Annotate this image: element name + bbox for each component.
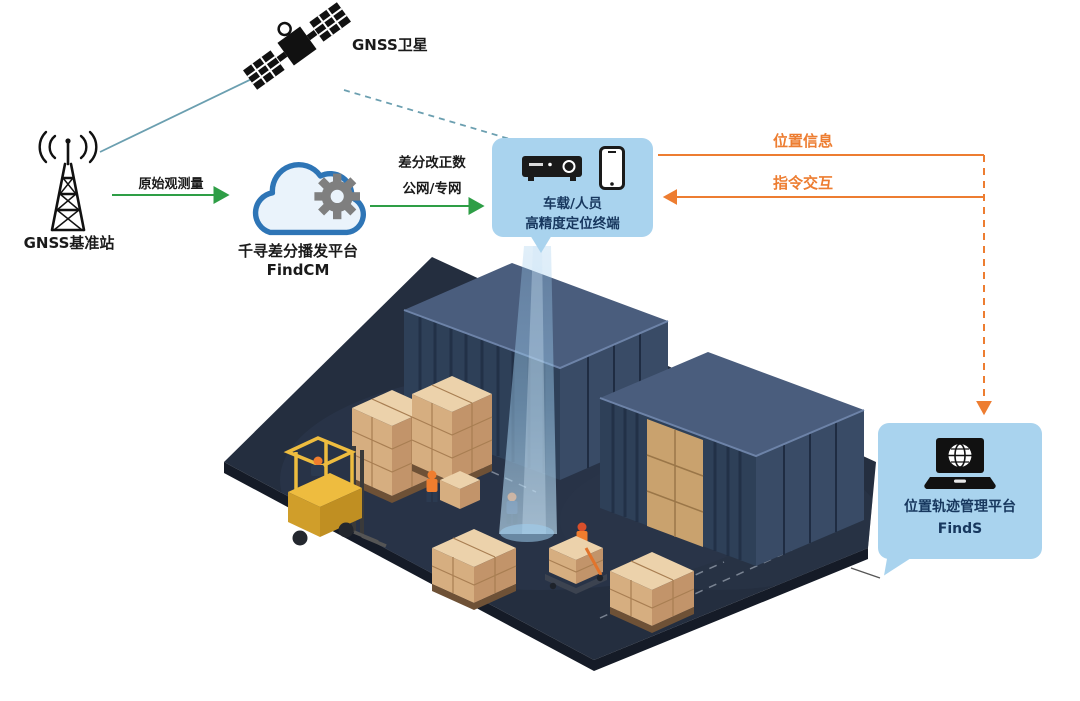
antenna-tower-icon: [38, 130, 98, 232]
shipping-container-2: [599, 352, 865, 566]
platform-label-name: 位置轨迹管理平台: [904, 499, 1016, 515]
command-interaction-link-label: 指令交互: [772, 174, 833, 192]
platform-label-product: FindS: [937, 521, 983, 538]
terminal-panel: 车载/人员 高精度定位终端: [492, 138, 653, 253]
laptop-globe-icon: [924, 436, 996, 496]
platform-to-scene-pointer: [850, 567, 881, 579]
correction-link-label-line2: 公网/专网: [402, 181, 462, 197]
cloud-platform-product: FindCM: [266, 261, 330, 279]
warehouse-floor-edge: [224, 462, 868, 671]
smartphone-icon: [598, 146, 625, 194]
satellite-to-base-link: [99, 74, 261, 153]
raw-observation-link-label: 原始观测量: [138, 177, 204, 192]
satellite-to-terminal-link: [343, 89, 514, 141]
pallet-stack-right: [411, 376, 493, 489]
cloud-platform-name: 千寻差分播发平台: [237, 242, 358, 260]
positioning-beam: [499, 246, 557, 542]
management-platform-panel: 位置轨迹管理平台 FindS: [878, 423, 1042, 581]
satellite-label: GNSS卫星: [352, 36, 428, 54]
position-info-link-label: 位置信息: [772, 132, 833, 150]
terminal-label-line1: 车载/人员: [543, 196, 602, 212]
cloud-gear-icon: [252, 162, 366, 236]
terminal-panel-icons: [521, 146, 625, 194]
platform-panel-tail: [884, 550, 915, 581]
worker-1: [426, 470, 438, 502]
correction-link-label-line1: 差分改正数: [398, 155, 466, 171]
gnss-receiver-icon: [521, 151, 583, 189]
terminal-label-line2: 高精度定位终端: [525, 216, 620, 233]
single-box: [440, 471, 480, 509]
terminal-panel-tail: [530, 235, 552, 253]
gnss-satellite-icon: [243, 2, 351, 90]
forklift-driver: [313, 456, 323, 466]
pallet-jack: [545, 536, 607, 594]
connector-lines: [99, 74, 992, 579]
pallet-boxes-right: [609, 552, 695, 633]
warehouse-scene: [224, 246, 876, 671]
base-station-label: GNSS基准站: [23, 234, 115, 252]
gear-icon: [314, 173, 361, 220]
forklift: [283, 436, 387, 548]
pallet-boxes-center: [431, 529, 517, 610]
